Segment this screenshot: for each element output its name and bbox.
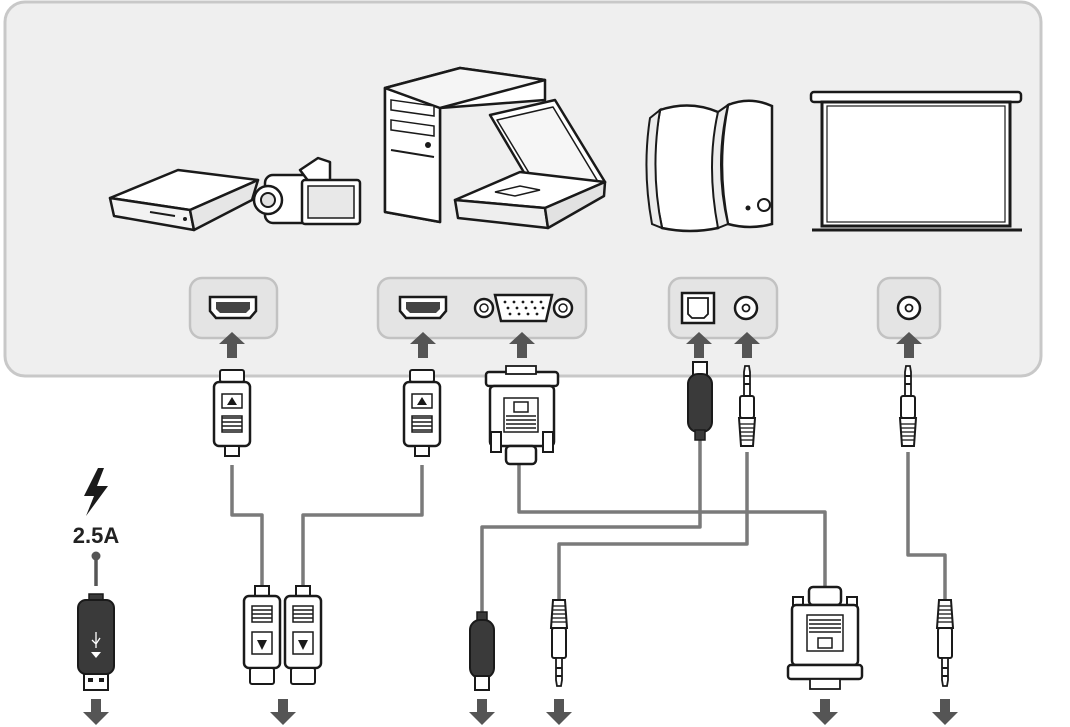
dvd-player-icon <box>108 168 260 232</box>
speakers-icon <box>645 99 774 233</box>
projection-screen-icon <box>809 90 1023 232</box>
cables <box>94 438 947 614</box>
hdmi-port <box>398 295 448 320</box>
vga-cable-plug-bottom <box>786 585 864 690</box>
desktop-computer-icon <box>383 66 547 224</box>
optical-audio-port <box>680 291 716 325</box>
current-rating-label: 2.5A <box>73 523 120 548</box>
camcorder-icon <box>252 156 362 226</box>
optical-cable-plug-top <box>687 361 713 441</box>
audio-jack-port <box>733 295 759 321</box>
hdmi-port <box>208 295 258 320</box>
laptop-icon <box>453 98 607 230</box>
vga-cable-plug-top <box>484 365 560 466</box>
lightning-bolt-icon <box>84 468 108 516</box>
usb-power-plug <box>77 593 115 691</box>
screen-trigger-jack-port <box>896 295 922 321</box>
optical-cable-plug-bottom <box>469 611 495 691</box>
vga-port <box>473 293 574 323</box>
